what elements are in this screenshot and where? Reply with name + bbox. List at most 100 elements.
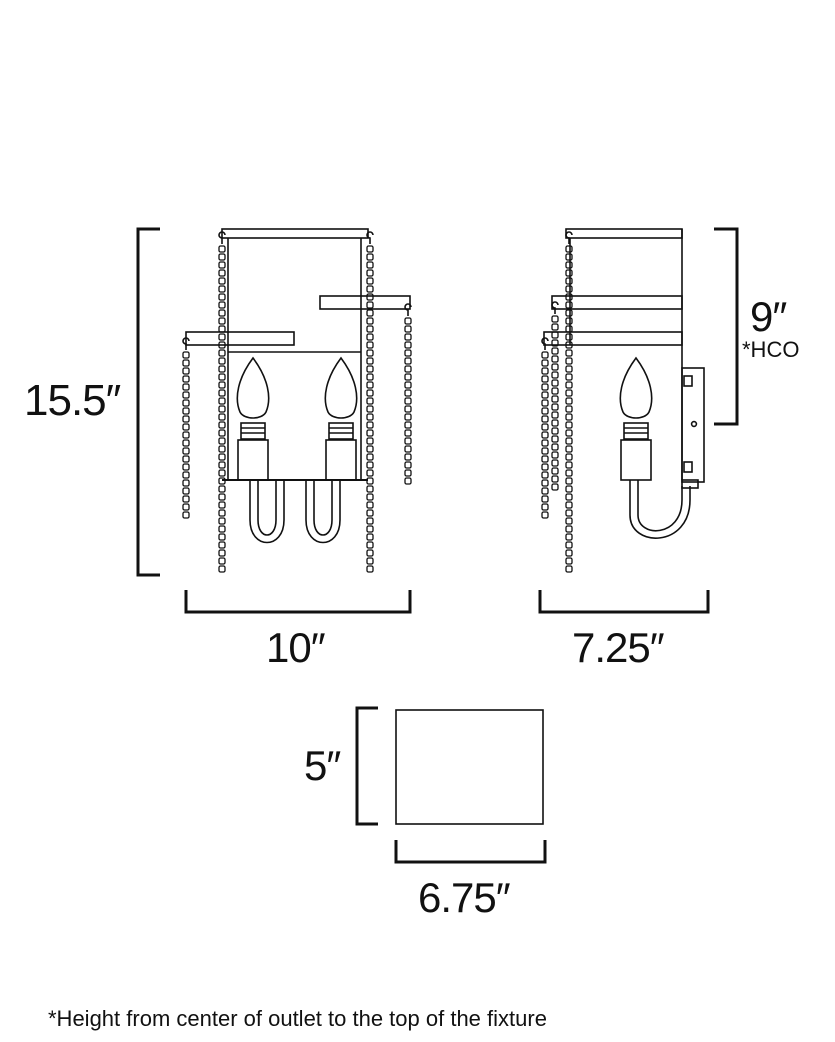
crystal-bead — [366, 285, 374, 293]
front-u-arm-left — [249, 480, 285, 544]
backplate-outline — [395, 709, 544, 825]
crystal-bead — [182, 359, 190, 367]
width-label: 10″ — [266, 624, 326, 671]
crystal-bead — [366, 557, 374, 565]
crystal-bead — [541, 463, 549, 471]
crystal-bead — [366, 325, 374, 333]
crystal-bead — [551, 395, 559, 403]
crystal-bead — [366, 517, 374, 525]
crystal-bead — [541, 455, 549, 463]
backplate-view — [355, 706, 547, 864]
crystal-bead — [565, 333, 573, 341]
crystal-bead — [565, 269, 573, 277]
crystal-bead — [182, 439, 190, 447]
front-u-arm-right — [305, 480, 341, 544]
crystal-bead — [182, 423, 190, 431]
crystal-bead — [218, 557, 226, 565]
crystal-bead — [551, 483, 559, 491]
crystal-bead — [218, 245, 226, 253]
crystal-bead — [404, 421, 412, 429]
crystal-bead — [565, 317, 573, 325]
side-wall-plate — [681, 367, 705, 483]
crystal-bead — [551, 419, 559, 427]
crystal-bead — [551, 331, 559, 339]
crystal-bead — [565, 389, 573, 397]
crystal-bead — [218, 301, 226, 309]
crystal-bead — [366, 261, 374, 269]
front-crystal-strands — [182, 231, 412, 573]
strand-hook — [565, 231, 573, 244]
side-curved-arm — [629, 480, 691, 539]
crystal-bead — [182, 351, 190, 359]
crystal-bead — [218, 357, 226, 365]
crystal-bead — [366, 421, 374, 429]
front-bulb-right — [324, 356, 358, 481]
crystal-bead — [551, 427, 559, 435]
height-bracket — [136, 227, 160, 577]
side-view — [538, 227, 739, 614]
crystal-bead — [541, 367, 549, 375]
crystal-bead — [565, 341, 573, 349]
crystal-bead — [541, 503, 549, 511]
crystal-bead — [541, 351, 549, 359]
crystal-bead — [565, 373, 573, 381]
crystal-bead — [565, 469, 573, 477]
crystal-bead — [404, 373, 412, 381]
bulb-glass — [619, 356, 653, 419]
crystal-bead — [551, 451, 559, 459]
crystal-bead — [218, 525, 226, 533]
crystal-bead — [366, 381, 374, 389]
crystal-bead — [182, 447, 190, 455]
crystal-bead — [404, 461, 412, 469]
front-bulb-left — [236, 356, 270, 481]
crystal-bead — [541, 495, 549, 503]
crystal-bead — [565, 509, 573, 517]
crystal-bead — [366, 397, 374, 405]
crystal-bead — [182, 495, 190, 503]
crystal-bead — [366, 245, 374, 253]
crystal-bead — [366, 277, 374, 285]
crystal-bead — [366, 413, 374, 421]
depth-bracket — [538, 590, 710, 614]
crystal-bead — [565, 397, 573, 405]
crystal-bead — [404, 453, 412, 461]
crystal-bead — [218, 485, 226, 493]
crystal-bead — [366, 493, 374, 501]
crystal-bead — [565, 549, 573, 557]
crystal-bead — [366, 389, 374, 397]
crystal-bead — [565, 285, 573, 293]
side-arm-lower — [543, 331, 683, 346]
crystal-bead — [551, 443, 559, 451]
crystal-bead — [541, 423, 549, 431]
bulb-base — [623, 422, 649, 440]
crystal-bead — [218, 317, 226, 325]
crystal-bead — [404, 429, 412, 437]
bulb-glass — [324, 356, 358, 419]
crystal-bead — [366, 477, 374, 485]
crystal-bead — [565, 405, 573, 413]
crystal-bead — [551, 467, 559, 475]
crystal-bead — [366, 565, 374, 573]
crystal-bead — [565, 541, 573, 549]
crystal-bead — [218, 365, 226, 373]
crystal-bead — [565, 261, 573, 269]
crystal-bead — [366, 253, 374, 261]
crystal-bead — [366, 453, 374, 461]
crystal-bead — [218, 533, 226, 541]
crystal-bead — [551, 339, 559, 347]
crystal-bead — [541, 407, 549, 415]
crystal-bead — [565, 349, 573, 357]
crystal-bead — [565, 277, 573, 285]
crystal-bead — [541, 431, 549, 439]
crystal-bead — [218, 429, 226, 437]
crystal-bead — [565, 245, 573, 253]
crystal-bead — [366, 445, 374, 453]
hco-bracket — [714, 227, 739, 426]
crystal-bead — [541, 447, 549, 455]
crystal-bead — [565, 477, 573, 485]
crystal-bead — [565, 557, 573, 565]
crystal-bead — [218, 253, 226, 261]
crystal-bead — [366, 405, 374, 413]
crystal-bead — [218, 349, 226, 357]
crystal-bead — [218, 493, 226, 501]
